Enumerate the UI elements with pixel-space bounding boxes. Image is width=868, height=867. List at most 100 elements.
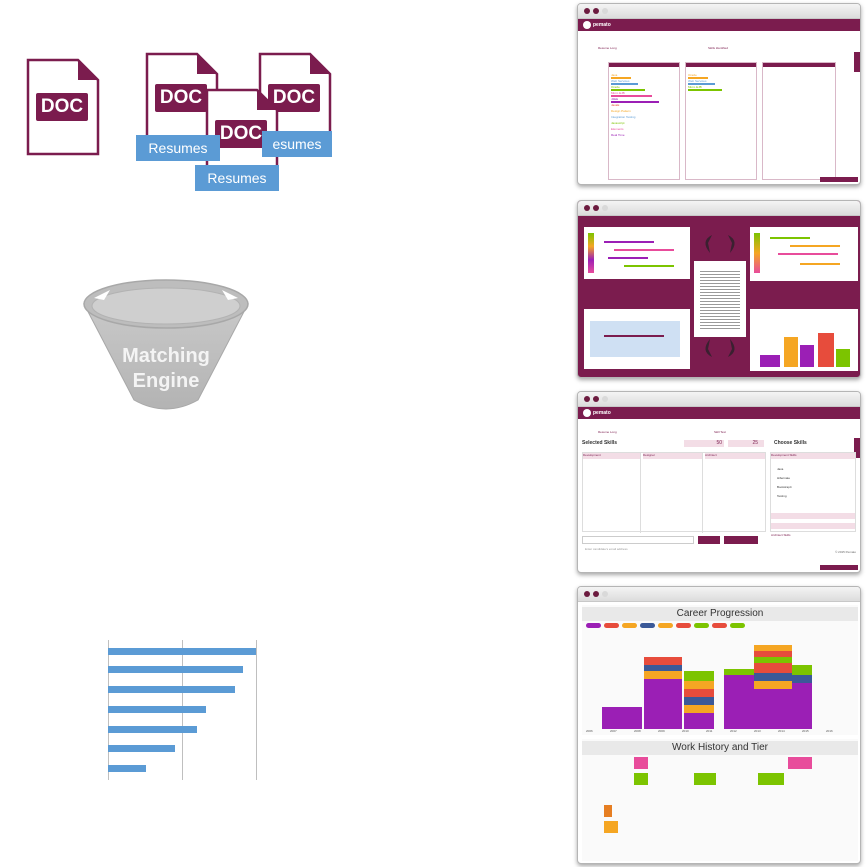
skill-bar [611, 101, 659, 103]
logo-icon [583, 408, 591, 417]
choose-item[interactable]: Hibernate [777, 476, 791, 480]
skill-label: Oracle [611, 85, 620, 89]
career-segment [754, 651, 792, 657]
section-designer[interactable]: Designer Skills [771, 513, 855, 527]
window-close-button[interactable] [584, 591, 590, 597]
skill-test-window: pemato Resume Long Skill Test Selected S… [577, 391, 861, 573]
app-header: pemato [578, 19, 860, 31]
window-titlebar [578, 201, 860, 216]
skill-label: Javascript [611, 121, 625, 125]
career-segment [644, 671, 682, 679]
window-minimize-button[interactable] [593, 396, 599, 402]
career-segment [754, 645, 792, 651]
career-segment [644, 679, 682, 729]
side-tab[interactable] [854, 52, 860, 72]
bar [108, 706, 206, 713]
resumes-tag: Resumes [136, 135, 220, 161]
window-minimize-button[interactable] [593, 591, 599, 597]
group-designer: Designer [643, 453, 703, 533]
total-questions-badge: 50 [684, 440, 724, 447]
legend-swatch [586, 623, 601, 628]
career-segment [754, 673, 792, 681]
logo-icon [583, 20, 591, 29]
live-test-button[interactable]: Live Test [698, 536, 720, 550]
window-minimize-button[interactable] [593, 205, 599, 211]
resumes-tag: esumes [262, 131, 332, 157]
career-segment [754, 657, 792, 663]
window-titlebar [578, 392, 860, 407]
window-close-button[interactable] [584, 205, 590, 211]
window-close-button[interactable] [584, 396, 590, 402]
panel-header: DESIGN SKILLS [686, 63, 756, 77]
x-tick-label: 2016 [826, 729, 833, 733]
legend-swatch [730, 623, 745, 628]
bar [108, 765, 147, 772]
legend-swatch [658, 623, 673, 628]
grid-line [256, 640, 257, 780]
skill-label: JavaE [611, 103, 620, 107]
skill-bar [611, 89, 645, 91]
skill-label: Java [611, 73, 618, 77]
skill-label: Micro EJB [611, 91, 625, 95]
resumes-tag: Resumes [195, 165, 279, 191]
window-zoom-button[interactable] [602, 205, 608, 211]
doc-label: DOC [215, 120, 267, 148]
career-segment [644, 665, 682, 671]
window-close-button[interactable] [584, 8, 590, 14]
footer-button[interactable] [820, 177, 858, 182]
x-tick-label: 2008 [634, 729, 641, 733]
window-zoom-button[interactable] [602, 396, 608, 402]
approx-time-badge: 25 [728, 440, 764, 447]
choose-item[interactable]: Bootstrap4 [777, 485, 792, 489]
invite-candidate-button[interactable]: Invite Candidate [724, 536, 758, 550]
x-tick-label: 2009 [658, 729, 665, 733]
section-development[interactable]: Development Skills [771, 453, 855, 459]
skill-label: Web Services [611, 79, 630, 83]
doc-file-icon: DOC [205, 88, 279, 186]
thumb-resume-doc [694, 261, 746, 337]
career-title: Career Progression [582, 607, 858, 621]
window-zoom-button[interactable] [602, 8, 608, 14]
skills-header: Skills Identified [708, 46, 729, 50]
funnel-line-1: Matching [122, 345, 210, 367]
skill-bar [688, 77, 708, 79]
thumb-career [750, 305, 858, 371]
bar [108, 745, 175, 752]
side-tab[interactable] [854, 438, 860, 458]
x-tick-label: 2015 [802, 729, 809, 733]
group-architect: Architect [705, 453, 765, 533]
section-architect[interactable]: Architect Skills [771, 523, 855, 537]
career-segment [754, 663, 792, 673]
choose-item[interactable]: Java [777, 467, 784, 471]
skill-bar [611, 83, 638, 85]
candidate-email-input[interactable]: Enter candidate's email address [582, 536, 694, 551]
matching-engine-funnel [83, 279, 249, 410]
career-segment [792, 683, 812, 729]
legend-swatch [622, 623, 637, 628]
doc-label: DOC [36, 93, 88, 121]
skill-label: Elements [611, 127, 624, 131]
footer-button[interactable] [820, 565, 858, 570]
career-segment [792, 665, 812, 675]
bar [108, 726, 197, 733]
x-tick-label: 2007 [610, 729, 617, 733]
window-minimize-button[interactable] [593, 8, 599, 14]
selected-skills-title: Selected Skills [582, 440, 618, 446]
thumb-skills [584, 223, 690, 279]
career-segment [754, 681, 792, 689]
selected-skills-table: Development Designer Architect [582, 452, 766, 533]
skilltest-header: Skill Test [714, 430, 726, 434]
thumb-timeline [750, 223, 858, 281]
career-segment [724, 675, 754, 729]
career-legend [586, 623, 856, 629]
x-tick-label: 2014 [778, 729, 785, 733]
choose-skills-title: Choose Skills [774, 440, 807, 446]
window-zoom-button[interactable] [602, 591, 608, 597]
choose-item[interactable]: Testing [777, 494, 787, 498]
app-header: pemato [578, 407, 860, 419]
career-segment [684, 705, 714, 713]
doc-file-icon: DOC [26, 58, 100, 156]
